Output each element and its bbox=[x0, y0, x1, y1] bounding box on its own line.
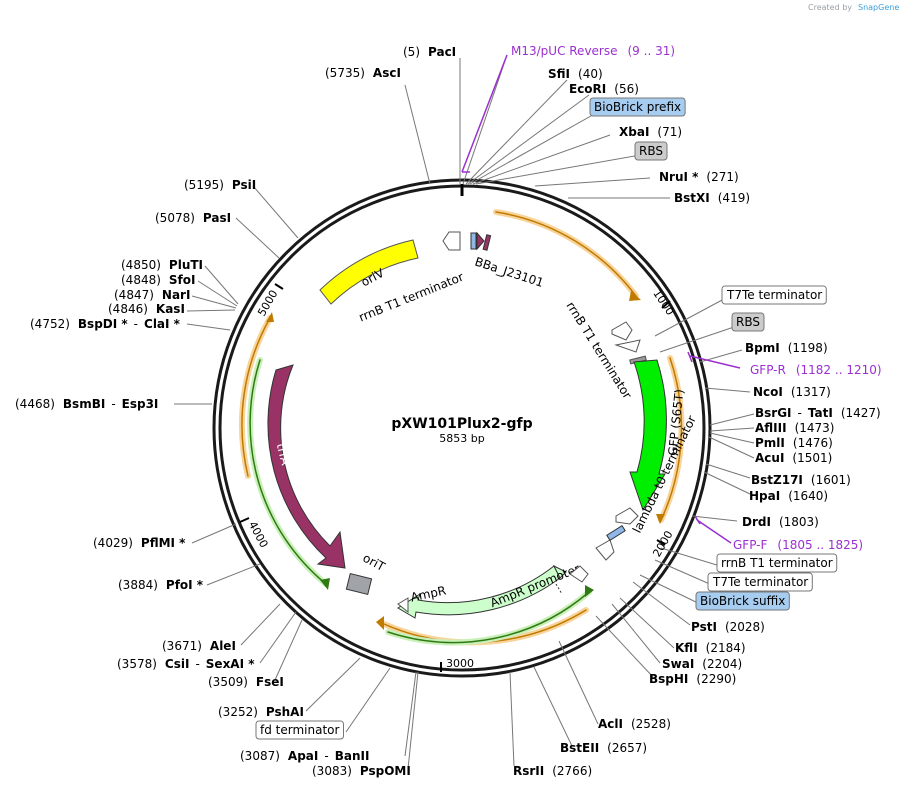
site-label-15[interactable]: (4846)KasI bbox=[108, 302, 185, 316]
ampr-promoter-arrow[interactable] bbox=[569, 565, 589, 583]
site-label-3[interactable]: SfiI(40) bbox=[548, 67, 603, 81]
site-label-9[interactable]: BstXI(419) bbox=[674, 191, 750, 205]
site-label-49[interactable]: RsrII(2766) bbox=[513, 764, 592, 778]
site-label-29[interactable]: DrdI(1803) bbox=[742, 515, 819, 529]
site-label-12[interactable]: (4850)PluTI bbox=[121, 258, 203, 272]
trfA-label: trfA bbox=[274, 442, 293, 468]
site-label-44[interactable]: fd terminator bbox=[260, 723, 339, 737]
site-box-35 bbox=[695, 591, 790, 611]
oriT-label: oriT bbox=[360, 551, 387, 574]
ampr-promoter-mark bbox=[555, 583, 563, 595]
site-label-28[interactable]: (4468)BsmBI-Esp3I bbox=[15, 397, 158, 411]
ampr-promoter-label: AmpR promoter bbox=[488, 561, 582, 610]
site-label-32[interactable]: rrnB T1 terminator bbox=[721, 556, 833, 570]
site-label-8[interactable]: NruI *(271) bbox=[659, 170, 739, 184]
site-label-2[interactable]: M13/pUC Reverse(9 .. 31) bbox=[511, 44, 675, 58]
site-label-27[interactable]: HpaI(1640) bbox=[749, 489, 828, 503]
ampr-tail bbox=[552, 564, 567, 579]
bba-part[interactable] bbox=[470, 232, 477, 250]
site-label-41[interactable]: (3509)FseI bbox=[208, 675, 284, 689]
site-label-5[interactable]: BioBrick prefix bbox=[594, 100, 681, 114]
gfp-label: GFP (S65T) bbox=[666, 388, 687, 456]
oriV-feature[interactable] bbox=[319, 239, 419, 305]
site-label-21[interactable]: NcoI(1317) bbox=[753, 385, 831, 399]
site-label-47[interactable]: BstEII(2657) bbox=[560, 741, 647, 755]
site-label-6[interactable]: XbaI(71) bbox=[619, 125, 682, 139]
orf-arrowheads bbox=[266, 291, 665, 630]
biobrick-suffix-part[interactable] bbox=[606, 524, 626, 542]
site-label-0[interactable]: (5)PacI bbox=[403, 45, 456, 59]
rrnb-right-arrow[interactable] bbox=[611, 321, 633, 341]
site-label-23[interactable]: AflIII(1473) bbox=[755, 421, 834, 435]
site-label-22[interactable]: BsrGI-TatI(1427) bbox=[755, 406, 881, 420]
site-label-14[interactable]: (4847)NarI bbox=[114, 288, 190, 302]
site-label-42[interactable]: BspHI(2290) bbox=[649, 672, 736, 686]
site-label-20[interactable]: GFP-R(1182 .. 1210) bbox=[750, 363, 882, 377]
ampr-feature[interactable] bbox=[397, 565, 561, 619]
site-label-26[interactable]: BstZ17I(1601) bbox=[751, 473, 851, 487]
oriT-feature[interactable] bbox=[345, 572, 373, 596]
bba-label: BBa_J23101 bbox=[473, 255, 545, 290]
site-label-17[interactable]: T7Te terminator bbox=[726, 288, 822, 302]
tick-3000: 3000 bbox=[446, 657, 474, 670]
tick-5000: 5000 bbox=[255, 288, 280, 319]
credit-brand: SnapGene bbox=[858, 3, 899, 12]
site-label-4[interactable]: EcoRI(56) bbox=[569, 82, 639, 96]
site-label-16[interactable]: (4752)BspDI *-ClaI * bbox=[30, 317, 181, 331]
rbs-part[interactable] bbox=[476, 231, 485, 251]
gfp-feature[interactable] bbox=[629, 359, 667, 512]
site-box-44 bbox=[255, 720, 344, 740]
site-labels: (5)PacI(5735)AscI M13/pUC Reverse(9 .. 31… bbox=[15, 44, 882, 778]
primer-markers bbox=[461, 54, 741, 544]
site-box-33 bbox=[707, 572, 813, 592]
site-label-36[interactable]: PstI(2028) bbox=[691, 620, 765, 634]
site-label-7[interactable]: RBS bbox=[639, 144, 663, 158]
plasmid-name: pXW101Plux2-gfp bbox=[391, 416, 532, 432]
site-label-30[interactable]: GFP-F(1805 .. 1825) bbox=[733, 538, 863, 552]
site-label-35[interactable]: BioBrick suffix bbox=[700, 594, 785, 608]
site-label-18[interactable]: RBS bbox=[736, 315, 760, 329]
plasmid-length: 5853 bp bbox=[439, 432, 484, 445]
site-label-45[interactable]: AclI(2528) bbox=[598, 717, 671, 731]
site-label-10[interactable]: (5195)PsiI bbox=[184, 178, 256, 192]
site-box-18 bbox=[731, 312, 765, 332]
bba-small-part[interactable] bbox=[482, 234, 492, 251]
tick-1000: 1000 bbox=[650, 287, 676, 317]
site-label-19[interactable]: BpmI(1198) bbox=[745, 341, 828, 355]
site-label-48[interactable]: (3083)PspOMI bbox=[312, 764, 411, 778]
rrnb-right-label: rrnB T1 terminator bbox=[563, 299, 634, 401]
ampr-start-arrow[interactable] bbox=[397, 597, 409, 614]
site-label-33[interactable]: T7Te terminator bbox=[712, 575, 808, 589]
trfA-feature[interactable] bbox=[267, 364, 346, 569]
rrnb-top-arrow[interactable] bbox=[442, 231, 461, 251]
site-label-38[interactable]: KflI(2184) bbox=[675, 641, 746, 655]
site-label-24[interactable]: PmlI(1476) bbox=[755, 436, 833, 450]
site-box-7 bbox=[634, 141, 668, 161]
site-box-32 bbox=[716, 553, 838, 573]
site-label-11[interactable]: (5078)PasI bbox=[155, 211, 231, 225]
site-label-46[interactable]: (3087)ApaI-BanII bbox=[240, 749, 369, 763]
site-box-17 bbox=[721, 285, 827, 305]
site-label-34[interactable]: (3884)PfoI * bbox=[118, 578, 204, 592]
lambda-arrow[interactable] bbox=[615, 507, 639, 525]
site-label-13[interactable]: (4848)SfoI bbox=[121, 273, 195, 287]
rrnb-bottom-arrow[interactable] bbox=[595, 539, 615, 561]
credit-prefix: Created by bbox=[808, 3, 852, 12]
site-label-31[interactable]: (4029)PflMI * bbox=[93, 536, 186, 550]
site-box-5 bbox=[589, 97, 686, 117]
orf-arcs-inner bbox=[247, 357, 592, 646]
site-label-25[interactable]: AcuI(1501) bbox=[755, 451, 832, 465]
orf-inner-arrowheads bbox=[320, 578, 594, 597]
site-label-1[interactable]: (5735)AscI bbox=[325, 66, 401, 80]
tick-2000: 2000 bbox=[650, 529, 675, 560]
site-label-43[interactable]: (3252)PshAI bbox=[218, 705, 304, 719]
site-label-40[interactable]: SwaI(2204) bbox=[662, 657, 742, 671]
site-label-39[interactable]: (3578)CsiI-SexAI * bbox=[117, 657, 255, 671]
position-ticks bbox=[239, 283, 671, 672]
site-label-37[interactable]: (3671)AleI bbox=[162, 639, 236, 653]
t7te-arrow[interactable] bbox=[614, 339, 641, 353]
